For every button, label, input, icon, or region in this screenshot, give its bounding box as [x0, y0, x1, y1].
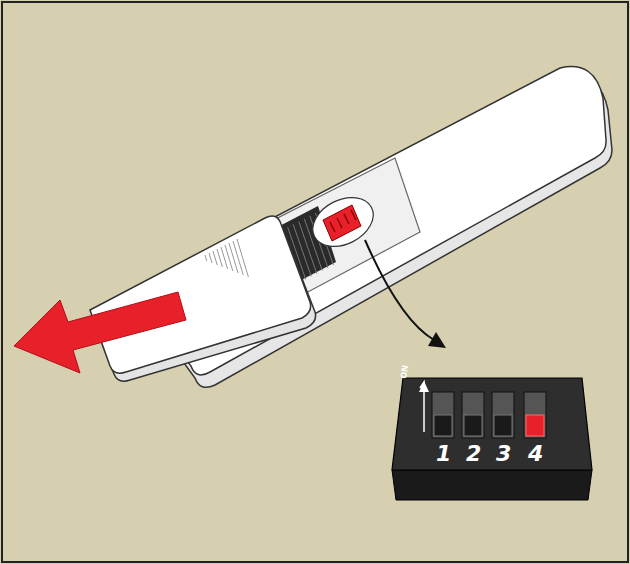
dip-switch-small	[323, 205, 361, 241]
switch-number: 4	[528, 443, 543, 465]
battery-cover	[90, 216, 311, 373]
slide-arrow	[14, 292, 186, 373]
switch-knob	[526, 415, 544, 436]
zoom-leader	[365, 240, 434, 340]
switch-slot	[432, 392, 454, 438]
switch-number: 3	[496, 443, 511, 465]
switch-slot	[462, 392, 484, 438]
dip-switch	[392, 378, 592, 500]
switch-number: 2	[466, 443, 481, 465]
switch-slot	[492, 392, 514, 438]
switch-oval	[305, 188, 382, 256]
switch-slot	[524, 392, 546, 438]
switch-knob	[434, 415, 452, 436]
zoom-arrowhead	[428, 332, 446, 348]
switch-knob	[464, 415, 482, 436]
cover-grip	[205, 239, 248, 277]
switch-knob	[494, 415, 512, 436]
switch-number: 1	[436, 443, 451, 465]
